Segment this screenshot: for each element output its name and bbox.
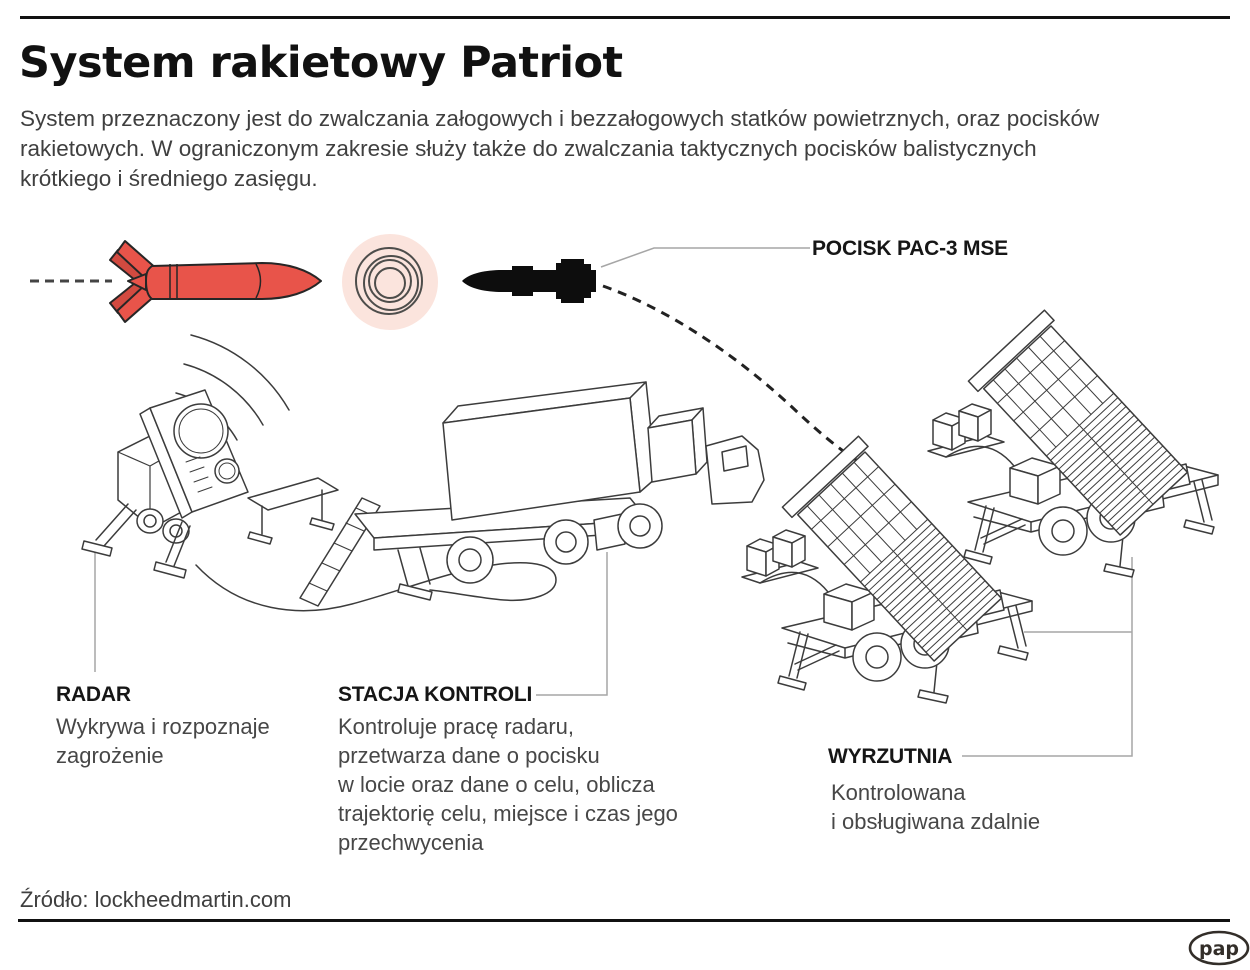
pap-logo: pap [1188,930,1250,966]
control-station-label: STACJA KONTROLI [338,683,533,706]
control-station-illustration [299,381,765,607]
interceptor-missile-icon [462,259,596,303]
blast-icon [342,234,438,330]
source-text: Źródło: lockheedmartin.com [20,887,292,912]
control-pointer-line [536,552,608,696]
threat-missile-icon [109,240,322,323]
missile-label: POCISK PAC-3 MSE [812,237,1008,260]
radar-illustration [81,334,557,612]
pap-logo-text: pap [1199,938,1239,960]
page-title: System rakietowy Patriot [19,38,623,88]
trajectory-line [602,284,873,471]
pointer-lines [94,247,1133,757]
launcher-pointer-line [962,557,1133,757]
radar-description: Wykrywa i rozpoznaje zagrożenie [56,714,270,768]
control-station-description: Kontroluje pracę radaru, przetwarza dane… [338,714,678,855]
intro-text: System przeznaczony jest do zwalczania z… [20,106,1100,191]
launcher-illustration [741,309,1219,704]
launcher-description: Kontrolowana i obsługiwana zdalnie [831,780,1041,834]
missile-pointer-line [600,247,810,268]
bottom-rule [18,919,1230,922]
launcher-label: WYRZUTNIA [828,745,953,768]
top-rule [20,16,1230,19]
radar-label: RADAR [56,683,131,706]
